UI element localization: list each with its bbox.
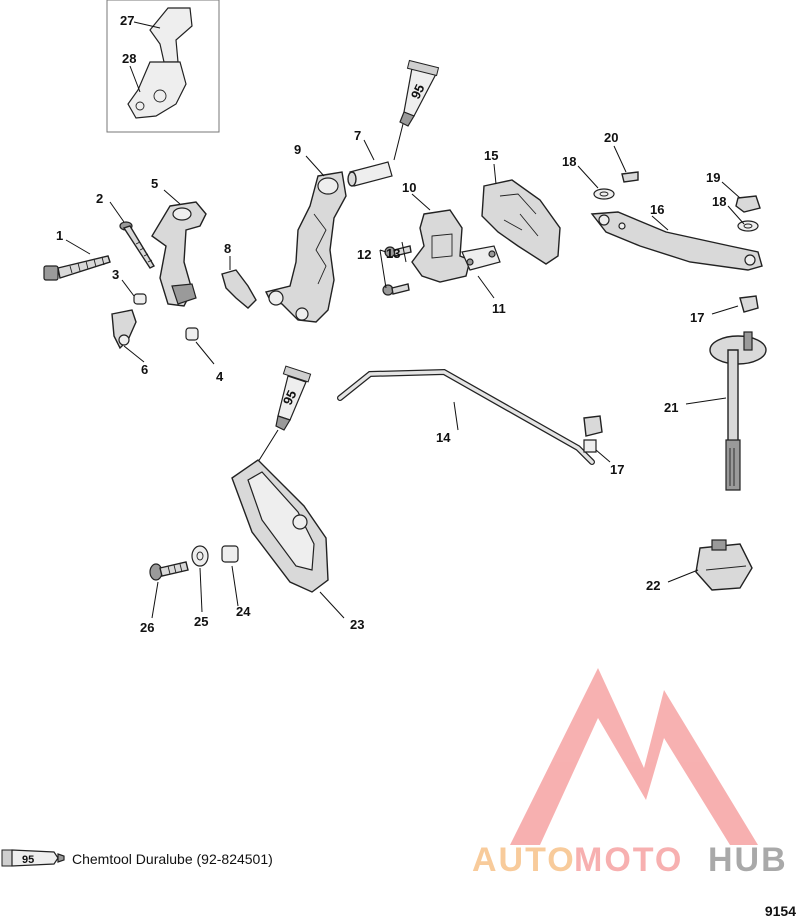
callout-25: 25 [194, 614, 208, 629]
part-5-lever-bracket [151, 201, 207, 307]
callout-4: 4 [216, 369, 224, 384]
inset-detail [106, 0, 220, 133]
lubricant-tube-bottom-label: 95 [280, 388, 300, 407]
part-17-nut-upper [739, 295, 759, 313]
part-21-shift-shaft [709, 331, 767, 491]
callout-28: 28 [122, 51, 136, 66]
watermark-logo: AUTO MOTO HUB [472, 668, 788, 879]
part-24-spacer [221, 545, 239, 563]
callout-21: 21 [664, 400, 678, 415]
part-17-nut-lower [583, 415, 603, 453]
callout-16: 16 [650, 202, 664, 217]
callout-19: 19 [706, 170, 720, 185]
callout-15: 15 [484, 148, 498, 163]
part-9-shift-arm [264, 171, 347, 323]
part-23-cover [231, 459, 329, 593]
part-18-washer-right [737, 220, 759, 232]
callout-24: 24 [236, 604, 251, 619]
part-14-shift-rod [337, 368, 595, 465]
callout-12: 12 [357, 247, 371, 262]
callout-17-upper: 17 [690, 310, 704, 325]
figure-number: 9154 [764, 903, 796, 919]
part-19-nut [735, 195, 761, 213]
part-22-cam [695, 539, 753, 591]
watermark-text-auto: AUTO [472, 841, 576, 879]
callout-1: 1 [56, 228, 63, 243]
watermark-text-hub: HUB [708, 841, 788, 879]
lubricant-tube-top-label: 95 [408, 82, 428, 101]
callout-22: 22 [646, 578, 660, 593]
part-1-bolt [43, 255, 111, 281]
callout-10: 10 [402, 180, 416, 195]
lubricant-tube-top: 95 [393, 59, 440, 161]
callout-18-left: 18 [562, 154, 576, 169]
callout-9: 9 [294, 142, 301, 157]
callout-13: 13 [386, 246, 400, 261]
callout-6: 6 [141, 362, 148, 377]
part-6-link [111, 309, 137, 350]
part-4-bushing [185, 327, 199, 341]
leader-lines [65, 139, 745, 619]
watermark-text-moto: MOTO [574, 841, 683, 879]
callout-18-right: 18 [712, 194, 726, 209]
callout-20: 20 [604, 130, 618, 145]
part-10-bracket [411, 209, 471, 283]
callout-3: 3 [112, 267, 119, 282]
lubricant-tube-bottom: 95 [257, 365, 312, 463]
callout-23: 23 [350, 617, 364, 632]
part-2-screw [119, 221, 155, 269]
part-3-bushing [133, 293, 147, 305]
callout-5: 5 [151, 176, 158, 191]
callout-labels: 27 28 1 2 3 4 5 6 7 8 9 10 11 12 13 14 1… [56, 13, 726, 635]
part-25-washer [191, 545, 209, 567]
callout-7: 7 [354, 128, 361, 143]
callout-17-lower: 17 [610, 462, 624, 477]
part-20-clip [621, 171, 639, 183]
part-8-clip [221, 269, 257, 309]
callout-8: 8 [224, 241, 231, 256]
part-16-link [590, 211, 763, 271]
callout-26: 26 [140, 620, 154, 635]
part-26-screw [149, 561, 189, 581]
part-18-washer-left [593, 188, 615, 200]
legend-tube-label: 95 [22, 854, 34, 866]
callout-2: 2 [96, 191, 103, 206]
callout-11: 11 [492, 301, 506, 316]
part-11-plate [461, 245, 501, 271]
legend-tube-icon: 95 [1, 849, 65, 867]
callout-14: 14 [436, 430, 451, 445]
callout-27: 27 [120, 13, 134, 28]
part-7-sleeve [347, 161, 393, 187]
legend-text: Chemtool Duralube (92-824501) [72, 851, 273, 867]
part-15-bracket [481, 179, 561, 265]
